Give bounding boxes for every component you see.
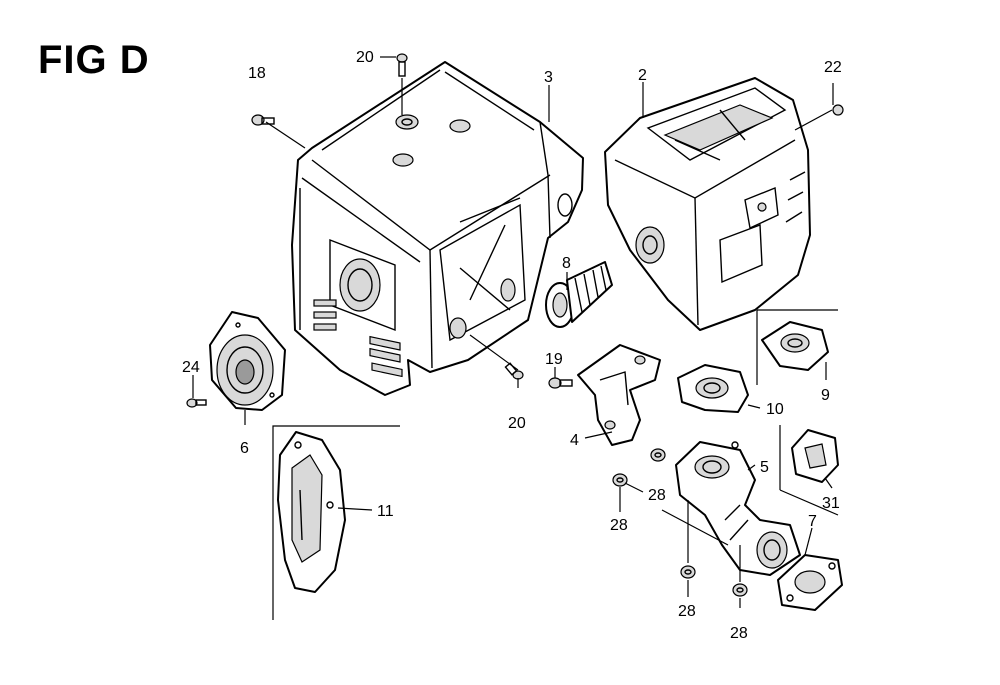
nut-28-a <box>650 448 666 462</box>
gasket-9-part <box>761 321 829 371</box>
bolt-19 <box>548 377 573 389</box>
bolt-24 <box>186 398 207 408</box>
spark-arrester-part <box>545 261 613 328</box>
group-bracket-lines <box>272 309 839 620</box>
muffler-part <box>604 77 811 331</box>
callout-9: 9 <box>821 387 830 404</box>
callout-2: 2 <box>638 67 647 84</box>
callout-6: 6 <box>240 440 249 457</box>
bolt-18 <box>251 114 275 126</box>
muffler-protector-part <box>291 61 584 396</box>
callout-7: 7 <box>808 513 817 530</box>
callout-28-c: 28 <box>678 603 696 620</box>
figure-title: FIG D <box>38 38 150 82</box>
nut-28-d <box>732 583 748 597</box>
bolt-22 <box>832 104 844 116</box>
callout-24: 24 <box>182 359 200 376</box>
bolt-20-bottom <box>504 362 524 380</box>
callout-8: 8 <box>562 255 571 272</box>
callout-28-d: 28 <box>730 625 748 642</box>
gasket-10-part <box>677 364 749 413</box>
exhaust-cap-part <box>209 311 286 411</box>
callout-19: 19 <box>545 351 563 368</box>
callout-5: 5 <box>760 459 769 476</box>
callout-11: 11 <box>377 503 394 520</box>
callout-20-top: 20 <box>356 49 374 66</box>
callout-18: 18 <box>248 65 266 82</box>
callout-28-a: 28 <box>648 487 666 504</box>
exhaust-deflector-part <box>277 431 346 593</box>
callout-3: 3 <box>544 69 553 86</box>
nut-28-c <box>680 565 696 579</box>
muffler-stay-part <box>577 344 661 446</box>
callout-labels: 2 3 4 5 6 7 8 9 10 11 18 19 20 20 22 24 … <box>182 49 842 642</box>
callout-10: 10 <box>766 401 784 418</box>
callout-20-bottom: 20 <box>508 415 526 432</box>
exhaust-pipe-part <box>675 441 801 576</box>
nut-28-b <box>612 473 628 487</box>
bolt-20-top <box>396 53 408 77</box>
callout-28-b: 28 <box>610 517 628 534</box>
leader-lines <box>192 56 834 608</box>
callout-31: 31 <box>822 495 840 512</box>
callout-22: 22 <box>824 59 842 76</box>
callout-4: 4 <box>570 432 579 449</box>
gasket-31-part <box>791 429 839 483</box>
